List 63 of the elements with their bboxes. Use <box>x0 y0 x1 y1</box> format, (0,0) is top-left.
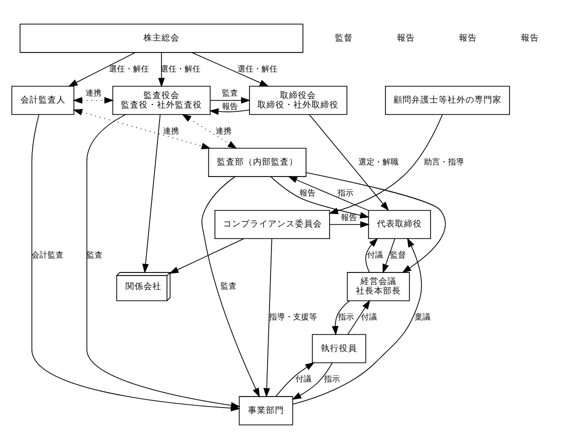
label: 監督 <box>334 32 353 43</box>
node-box: 株主総会 <box>20 23 304 52</box>
arrow <box>309 114 390 210</box>
edge-label: 付議 <box>367 250 384 259</box>
edge-label: 報告 <box>222 102 238 110</box>
arrow <box>332 300 350 335</box>
edge-label: 連携 <box>216 126 232 135</box>
node-box: 代表取締役 <box>368 209 431 239</box>
edge-label: 助言・指導 <box>424 156 464 166</box>
edge-label: 付議 <box>296 374 312 384</box>
edge-label: 選定・解職 <box>358 156 399 166</box>
arrow <box>68 52 136 86</box>
edge-label: 付議 <box>360 312 377 322</box>
arrow <box>270 176 370 218</box>
arrow <box>306 172 446 272</box>
edge-label: 連携 <box>162 126 179 135</box>
edge-label: 会計監査 <box>32 250 64 259</box>
arrow <box>72 96 114 104</box>
arrow <box>328 114 443 214</box>
node-box: 顧問弁護士等社外の専門家 <box>385 85 510 114</box>
arrow <box>86 114 240 408</box>
edge-label: 連携 <box>85 88 102 98</box>
arrow <box>263 238 272 398</box>
node-box: 事業部門 <box>238 396 294 425</box>
node-box: 監査部（内部監査） <box>208 147 306 176</box>
node-box: 監査役会 監査役・社外監査役 <box>112 85 211 114</box>
label: 報告 <box>520 32 539 43</box>
node-box: 取締役会 取締役・社外取締役 <box>249 85 348 114</box>
arrow <box>210 96 251 104</box>
edge-label: 報告 <box>300 188 316 197</box>
edge-label: 監査 <box>222 88 238 98</box>
arrow <box>201 176 260 397</box>
edge-label: 監査 <box>220 281 236 290</box>
edge-label: 指示 <box>324 374 340 384</box>
edge-label: 監督 <box>390 250 406 259</box>
edge-label: 指示 <box>337 188 354 197</box>
edge-label: 報告 <box>341 212 358 222</box>
label: 報告 <box>396 32 415 43</box>
arrow <box>142 114 161 273</box>
edge-label: 指示 <box>338 312 354 322</box>
label: 報告 <box>458 32 477 43</box>
edge-label: 監査 <box>86 250 103 259</box>
node-box: コンプライアンス委員会 <box>214 209 330 239</box>
arrow <box>191 52 270 86</box>
arrow <box>72 108 211 149</box>
arrow <box>275 362 315 396</box>
arrow <box>169 238 244 274</box>
arrow <box>330 220 370 228</box>
edge-label: 選任・解任 <box>238 64 278 73</box>
arrow <box>292 362 333 400</box>
node-box: 会計監査人 <box>11 85 74 114</box>
arrow <box>292 237 422 404</box>
node-box: 経営会議 社長本部長 <box>346 272 410 301</box>
arrow <box>347 299 370 334</box>
edge-label: 選任・解任 <box>108 64 149 73</box>
arrow <box>209 108 250 114</box>
edge-label: 指導・支援等 <box>269 312 318 322</box>
arrow <box>182 113 238 148</box>
edge-label: 稟議 <box>414 312 430 322</box>
arrow <box>382 238 396 274</box>
node-box: 執行役員 <box>312 334 366 363</box>
arrow <box>288 176 369 210</box>
arrow <box>365 237 378 272</box>
